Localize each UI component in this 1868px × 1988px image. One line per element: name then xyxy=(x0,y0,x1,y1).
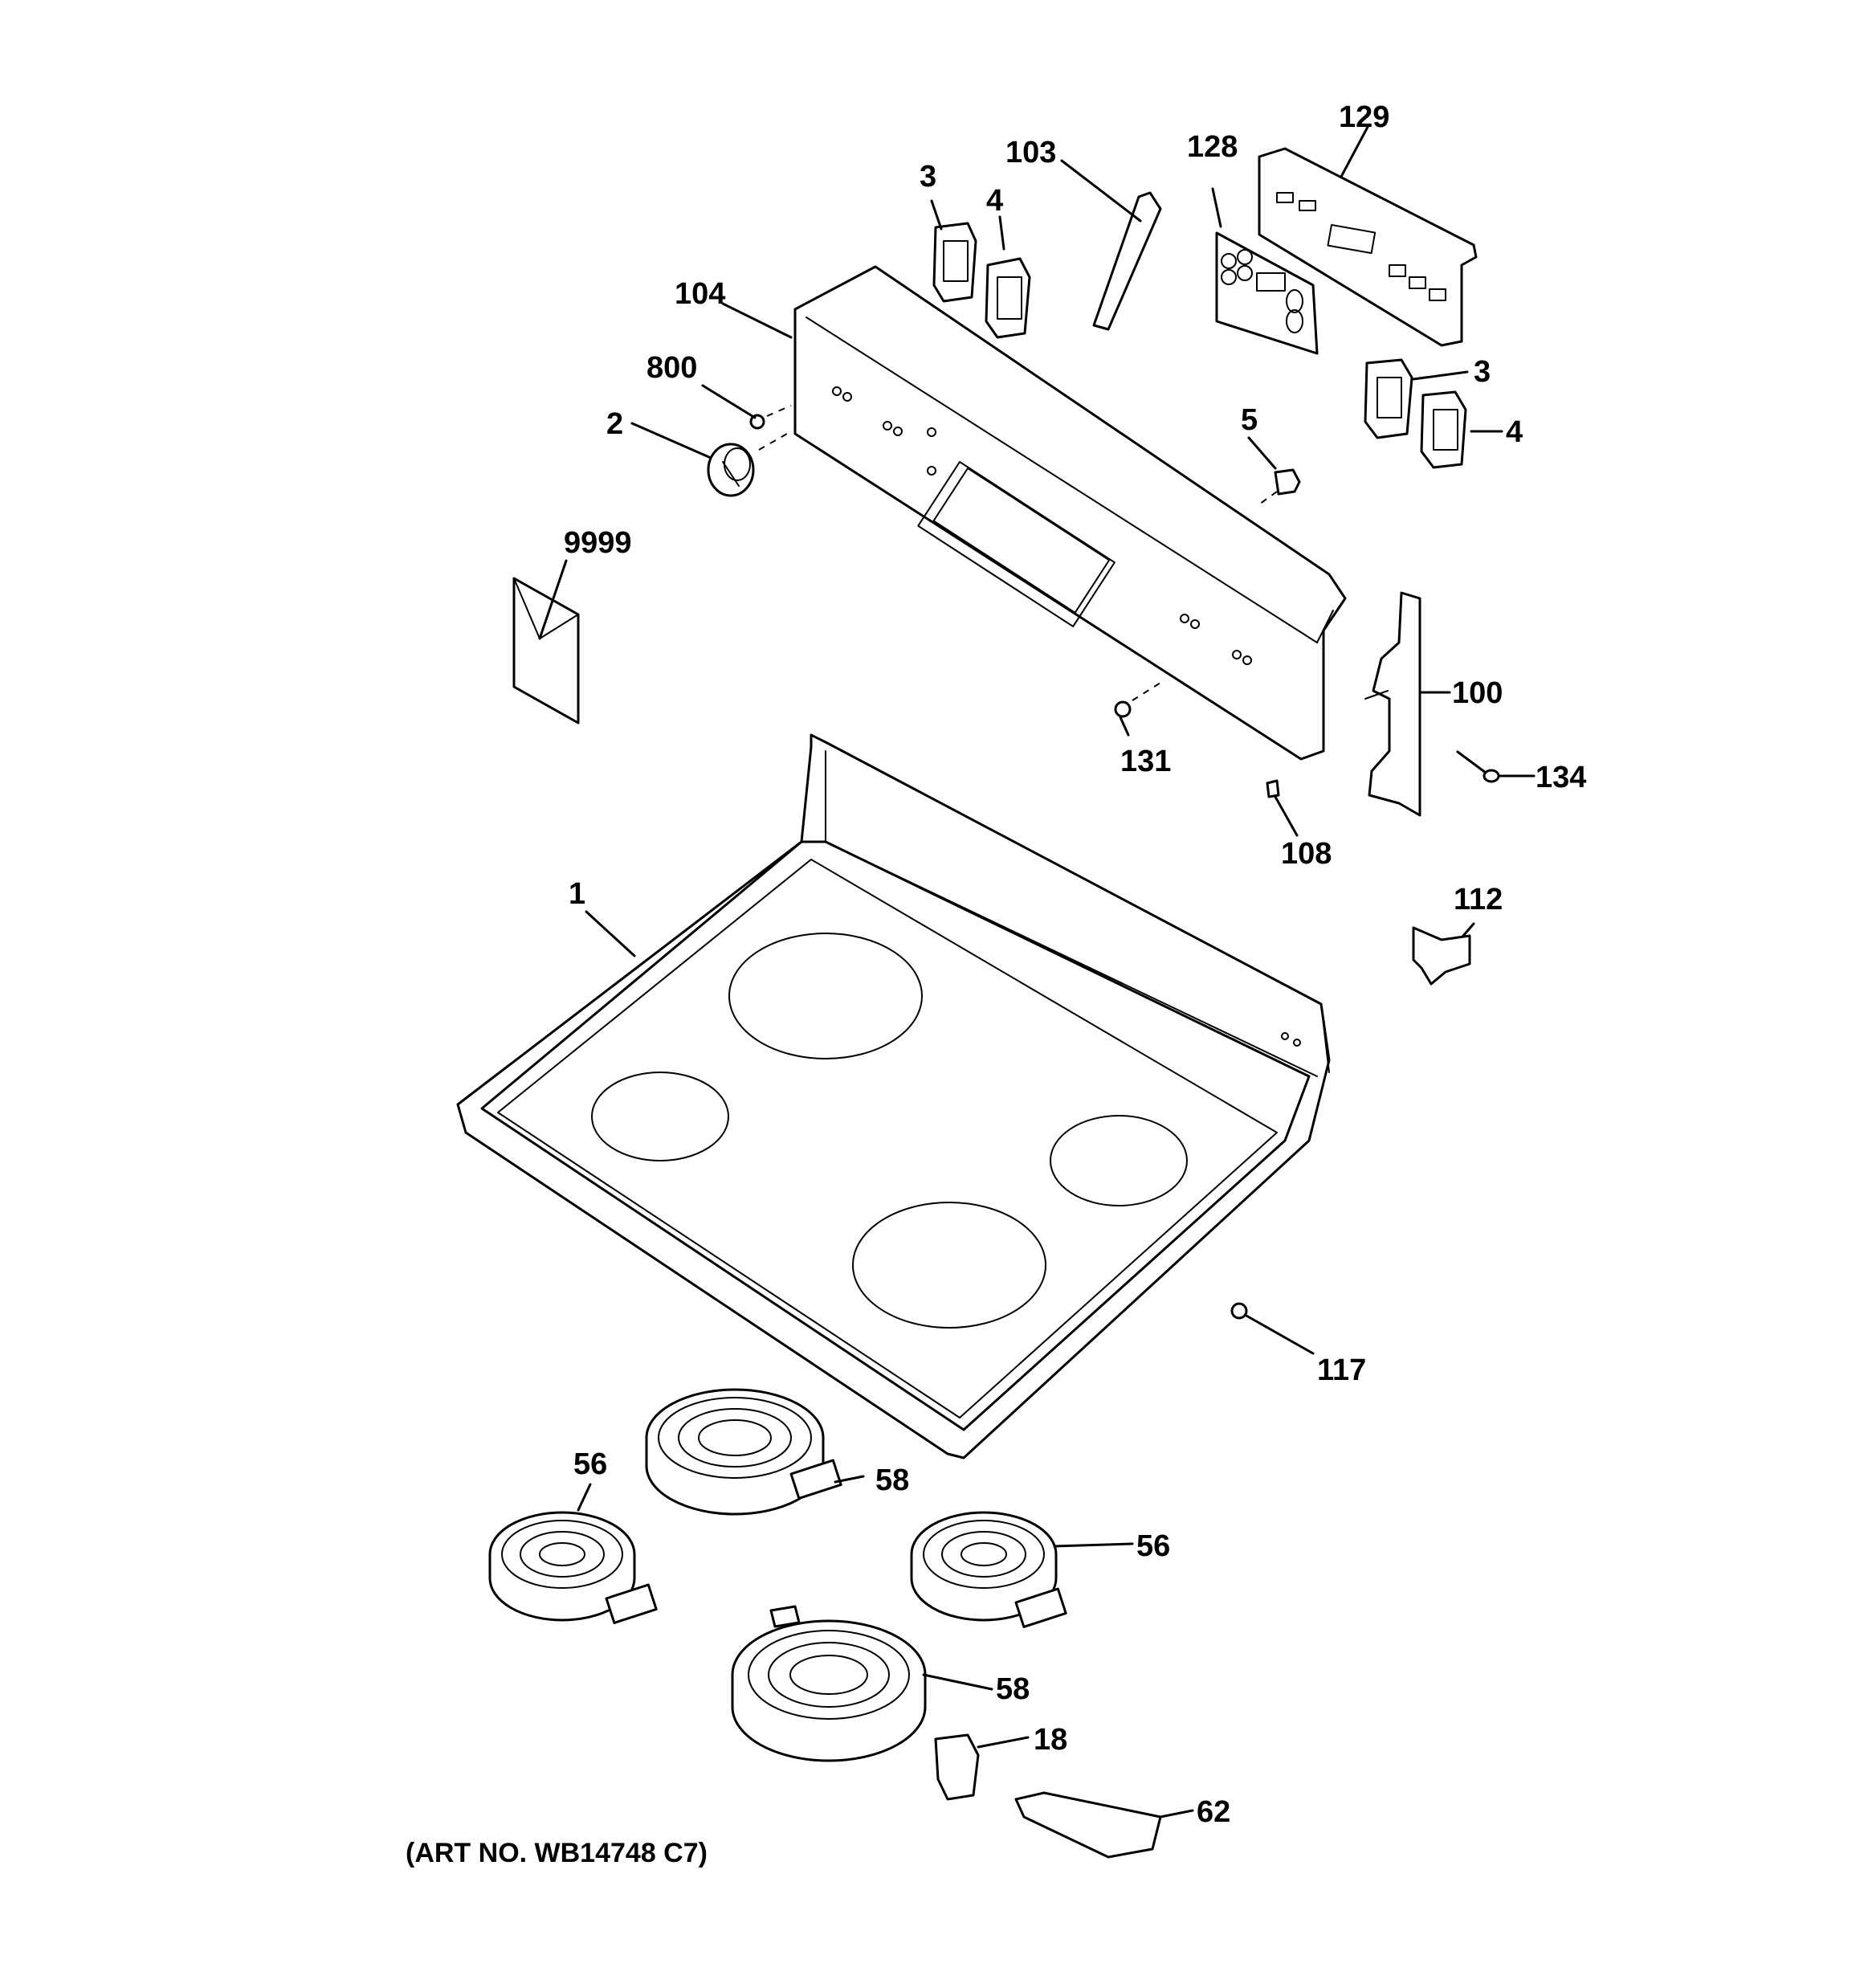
callout-108: 108 xyxy=(1281,837,1332,871)
callout-2: 2 xyxy=(606,407,623,441)
callout-56-right: 56 xyxy=(1136,1529,1170,1563)
callout-131: 131 xyxy=(1120,745,1171,778)
clip-18 xyxy=(934,1733,980,1801)
control-overlay-128 xyxy=(1215,231,1319,355)
callout-4-top: 4 xyxy=(986,184,1003,218)
infinite-switch-3-top xyxy=(932,222,977,303)
infinite-switch-4-right xyxy=(1420,390,1467,469)
callout-9999: 9999 xyxy=(564,526,632,560)
surface-unit-56-right xyxy=(910,1511,1067,1628)
cooktop-glass-1 xyxy=(456,733,1331,1459)
control-panel-backsplash xyxy=(793,265,1347,761)
callout-3-top: 3 xyxy=(920,160,936,194)
surface-unit-58-bottom xyxy=(731,1605,927,1762)
nut-117 xyxy=(1230,1302,1248,1320)
callout-58-bottom: 58 xyxy=(996,1672,1030,1706)
infinite-switch-4-top xyxy=(985,257,1031,339)
infinite-switch-3-right xyxy=(1364,358,1413,439)
endcap-100 xyxy=(1364,591,1421,817)
callout-129: 129 xyxy=(1339,100,1389,134)
electronic-control-129 xyxy=(1258,147,1478,347)
callout-1: 1 xyxy=(569,877,585,911)
callout-112: 112 xyxy=(1454,883,1503,916)
bracket-112 xyxy=(1412,926,1471,986)
surface-unit-58-top xyxy=(645,1388,842,1516)
callout-18: 18 xyxy=(1034,1723,1067,1757)
callout-800: 800 xyxy=(646,351,697,385)
art-number-caption: (ART NO. WB14748 C7) xyxy=(406,1838,708,1868)
callout-128: 128 xyxy=(1187,130,1238,164)
literature-packet-9999 xyxy=(512,577,580,725)
leader-lines xyxy=(538,125,1536,1819)
surface-unit-56-left xyxy=(488,1511,658,1624)
callout-5: 5 xyxy=(1241,403,1258,437)
screw-800 xyxy=(749,405,792,430)
callout-100: 100 xyxy=(1452,676,1503,710)
knob-2 xyxy=(707,433,788,497)
bracket-103 xyxy=(1092,191,1162,331)
screw-134 xyxy=(1456,750,1500,783)
callout-103: 103 xyxy=(1005,136,1056,169)
screw-131 xyxy=(1114,682,1161,718)
callout-56-left: 56 xyxy=(573,1447,607,1481)
callout-134: 134 xyxy=(1536,761,1586,794)
callout-58-top: 58 xyxy=(875,1463,909,1497)
callout-4-right: 4 xyxy=(1506,415,1523,449)
callout-117: 117 xyxy=(1317,1353,1366,1387)
callout-labels: 129 103 128 3 4 104 800 2 3 5 4 9999 100… xyxy=(564,100,1586,1829)
callout-3-right: 3 xyxy=(1474,355,1491,389)
callout-62: 62 xyxy=(1197,1795,1230,1829)
switch-5 xyxy=(1256,468,1301,507)
bracket-62 xyxy=(1014,1791,1162,1859)
screw-108 xyxy=(1266,779,1280,798)
callout-104: 104 xyxy=(675,277,725,311)
